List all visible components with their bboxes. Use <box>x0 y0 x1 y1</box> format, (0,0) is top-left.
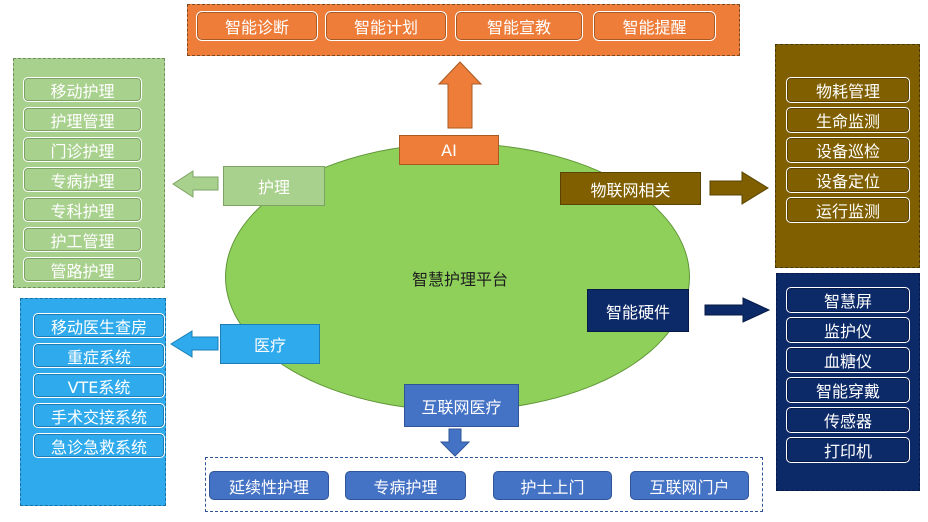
hardware-label: 智能硬件 <box>587 289 689 332</box>
nursing-label: 护理 <box>223 166 325 206</box>
iot-item[interactable]: 物耗管理 <box>786 77 910 103</box>
iot-item[interactable]: 生命监测 <box>786 107 910 133</box>
nursing-item[interactable]: 护理管理 <box>23 107 142 132</box>
ai-item[interactable]: 智能计划 <box>325 11 447 41</box>
medical-label: 医疗 <box>220 324 320 364</box>
arrow-left-icon <box>172 170 219 198</box>
iot-item[interactable]: 设备定位 <box>786 167 910 193</box>
medical-item[interactable]: VTE系统 <box>33 373 165 398</box>
arrow-left-icon-2 <box>170 330 219 358</box>
iot-item[interactable]: 设备巡检 <box>786 137 910 163</box>
hardware-item[interactable]: 打印机 <box>786 437 910 463</box>
ai-item[interactable]: 智能宣教 <box>455 11 583 41</box>
nursing-item[interactable]: 移动护理 <box>23 77 142 102</box>
medical-item[interactable]: 急诊急救系统 <box>33 433 165 458</box>
hardware-item[interactable]: 传感器 <box>786 407 910 433</box>
nursing-item[interactable]: 护工管理 <box>23 227 142 252</box>
ai-item[interactable]: 智能提醒 <box>593 11 716 41</box>
internet-item[interactable]: 护士上门 <box>493 471 612 500</box>
iot-label: 物联网相关 <box>560 172 701 205</box>
nursing-item[interactable]: 门诊护理 <box>23 137 142 162</box>
platform-title: 智慧护理平台 <box>411 270 508 289</box>
medical-item[interactable]: 手术交接系统 <box>33 403 165 428</box>
medical-item[interactable]: 移动医生查房 <box>33 313 165 338</box>
ai-label: AI <box>399 135 499 165</box>
iot-item[interactable]: 运行监测 <box>786 197 910 223</box>
internet-item[interactable]: 互联网门户 <box>630 471 749 500</box>
ai-item[interactable]: 智能诊断 <box>196 11 318 41</box>
nursing-item[interactable]: 专科护理 <box>23 197 142 222</box>
medical-item[interactable]: 重症系统 <box>33 343 165 368</box>
arrow-down-icon <box>439 428 471 457</box>
hardware-item[interactable]: 血糖仪 <box>786 347 910 373</box>
nursing-item[interactable]: 管路护理 <box>23 257 142 282</box>
arrow-right-icon <box>709 171 769 205</box>
hardware-item[interactable]: 监护仪 <box>786 317 910 343</box>
internet-item[interactable]: 延续性护理 <box>209 471 329 500</box>
nursing-item[interactable]: 专病护理 <box>23 167 142 192</box>
arrow-up-icon <box>437 61 483 129</box>
hardware-item[interactable]: 智慧屏 <box>786 287 910 313</box>
arrow-right-icon-2 <box>704 297 771 323</box>
hardware-item[interactable]: 智能穿戴 <box>786 377 910 403</box>
internet-label: 互联网医疗 <box>404 384 519 427</box>
internet-item[interactable]: 专病护理 <box>345 471 466 500</box>
